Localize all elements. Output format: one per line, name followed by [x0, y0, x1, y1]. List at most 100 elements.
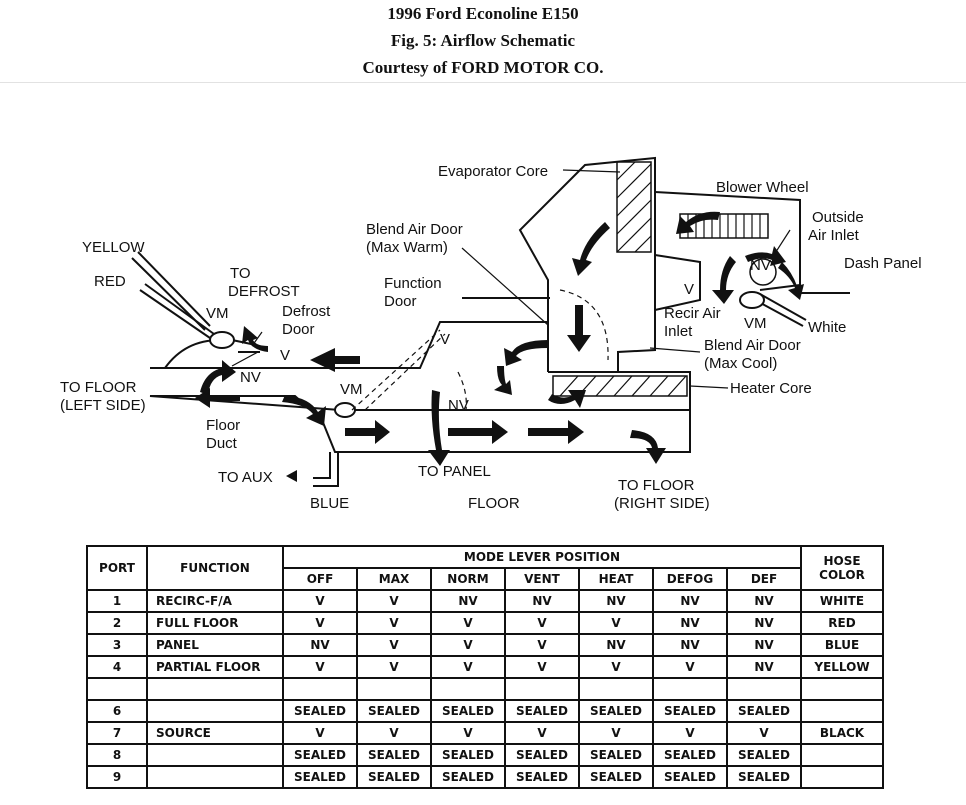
port-header: PORT	[86, 545, 148, 591]
mode-value-cell: NV	[652, 589, 728, 613]
vm-left	[209, 331, 235, 349]
label-function-door-2: Door	[384, 293, 417, 310]
mode-value-cell: V	[430, 655, 506, 679]
label-dash-panel: Dash Panel	[844, 255, 922, 272]
label-to-floor-left-1: TO FLOOR	[60, 379, 137, 396]
port-cell: 1	[86, 589, 148, 613]
mode-value-cell: SEALED	[652, 765, 728, 789]
label-defrost-door-2: Door	[282, 321, 315, 338]
title-line-1: 1996 Ford Econoline E150	[387, 4, 579, 23]
mode-value-cell: V	[504, 633, 580, 657]
function-cell	[146, 699, 284, 723]
label-to-defrost-2: DEFROST	[228, 283, 300, 300]
function-cell: PANEL	[146, 633, 284, 657]
mode-value-cell	[356, 677, 432, 701]
label-recir-air-1: Recir Air	[664, 305, 721, 322]
mode-value-cell: SEALED	[652, 743, 728, 767]
leader-lines	[251, 169, 791, 389]
red-hose	[139, 283, 215, 339]
function-cell: SOURCE	[146, 721, 284, 745]
mode-value-cell: V	[504, 721, 580, 745]
hose-color-header: HOSE COLOR	[800, 545, 884, 591]
mode-value-cell: SEALED	[356, 765, 432, 789]
evaporator-hatch	[616, 161, 652, 253]
mode-value-cell: V	[430, 633, 506, 657]
mode-value-cell: SEALED	[652, 699, 728, 723]
mode-value-cell: V	[504, 655, 580, 679]
mode-value-cell: SEALED	[726, 743, 802, 767]
blend-door-swing	[559, 289, 609, 361]
mode-value-cell: V	[356, 633, 432, 657]
mode-value-cell: V	[578, 721, 654, 745]
label-blend-max-warm-2: (Max Warm)	[366, 239, 448, 256]
vm-mid	[334, 402, 356, 418]
mode-value-cell: NV	[652, 611, 728, 635]
mode-value-cell: NV	[726, 611, 802, 635]
function-cell: RECIRC-F/A	[146, 589, 284, 613]
label-blue: BLUE	[310, 495, 349, 512]
mode-value-cell: NV	[578, 633, 654, 657]
mode-value-cell: SEALED	[578, 699, 654, 723]
port-cell	[86, 677, 148, 701]
mode-value-cell: NV	[430, 589, 506, 613]
port-cell: 7	[86, 721, 148, 745]
label-to-defrost-1: TO	[230, 265, 251, 282]
label-floor: FLOOR	[468, 495, 520, 512]
label-blower-wheel: Blower Wheel	[716, 179, 809, 196]
vacuum-port-table: PORT FUNCTION MODE LEVER POSITION HOSE C…	[86, 545, 884, 789]
port-cell: 9	[86, 765, 148, 789]
mode-vent: VENT	[504, 567, 580, 591]
mode-norm: NORM	[430, 567, 506, 591]
mode-value-cell: V	[282, 611, 358, 635]
mode-value-cell	[282, 677, 358, 701]
title-line-2: Fig. 5: Airflow Schematic	[390, 31, 576, 50]
defrost-door	[231, 351, 259, 367]
blower-housing	[654, 191, 801, 311]
label-blend-max-cool-1: Blend Air Door	[704, 337, 801, 354]
mode-value-cell: V	[356, 589, 432, 613]
mode-def: DEF	[726, 567, 802, 591]
airflow-arrows	[195, 211, 804, 482]
mode-value-cell: NV	[726, 655, 802, 679]
label-vm-right: VM	[744, 315, 767, 332]
port-cell: 6	[86, 699, 148, 723]
mode-value-cell: V	[726, 721, 802, 745]
label-heater-core: Heater Core	[730, 380, 812, 397]
heater-duct	[548, 371, 691, 410]
function-door-dashed	[351, 329, 441, 411]
airflow-schematic: YELLOW RED TO DEFROST VM Defrost Door V …	[60, 156, 922, 512]
label-outside-air-1: Outside	[812, 209, 864, 226]
mode-heat: HEAT	[578, 567, 654, 591]
mode-value-cell: V	[504, 611, 580, 635]
mode-value-cell: SEALED	[578, 743, 654, 767]
label-red: RED	[94, 273, 126, 290]
mode-value-cell: V	[282, 655, 358, 679]
evaporator-core	[616, 161, 652, 253]
function-door-swing	[457, 371, 467, 411]
mode-value-cell: SEALED	[726, 699, 802, 723]
mode-lever-header: MODE LEVER POSITION	[282, 545, 802, 569]
function-cell: FULL FLOOR	[146, 611, 284, 635]
label-to-panel: TO PANEL	[418, 463, 491, 480]
label-outside-air-2: Air Inlet	[808, 227, 860, 244]
hose-color-cell: BLUE	[800, 633, 884, 657]
function-cell	[146, 765, 284, 789]
mode-value-cell: SEALED	[578, 765, 654, 789]
mode-value-cell: SEALED	[356, 699, 432, 723]
mode-value-cell: SEALED	[430, 699, 506, 723]
label-to-aux: TO AUX	[218, 469, 273, 486]
label-nv-function: NV	[448, 397, 469, 414]
port-cell: 4	[86, 655, 148, 679]
hose-color-cell	[800, 765, 884, 789]
function-cell	[146, 677, 284, 701]
function-header: FUNCTION	[146, 545, 284, 591]
hose-color-cell: BLACK	[800, 721, 884, 745]
port-cell: 3	[86, 633, 148, 657]
